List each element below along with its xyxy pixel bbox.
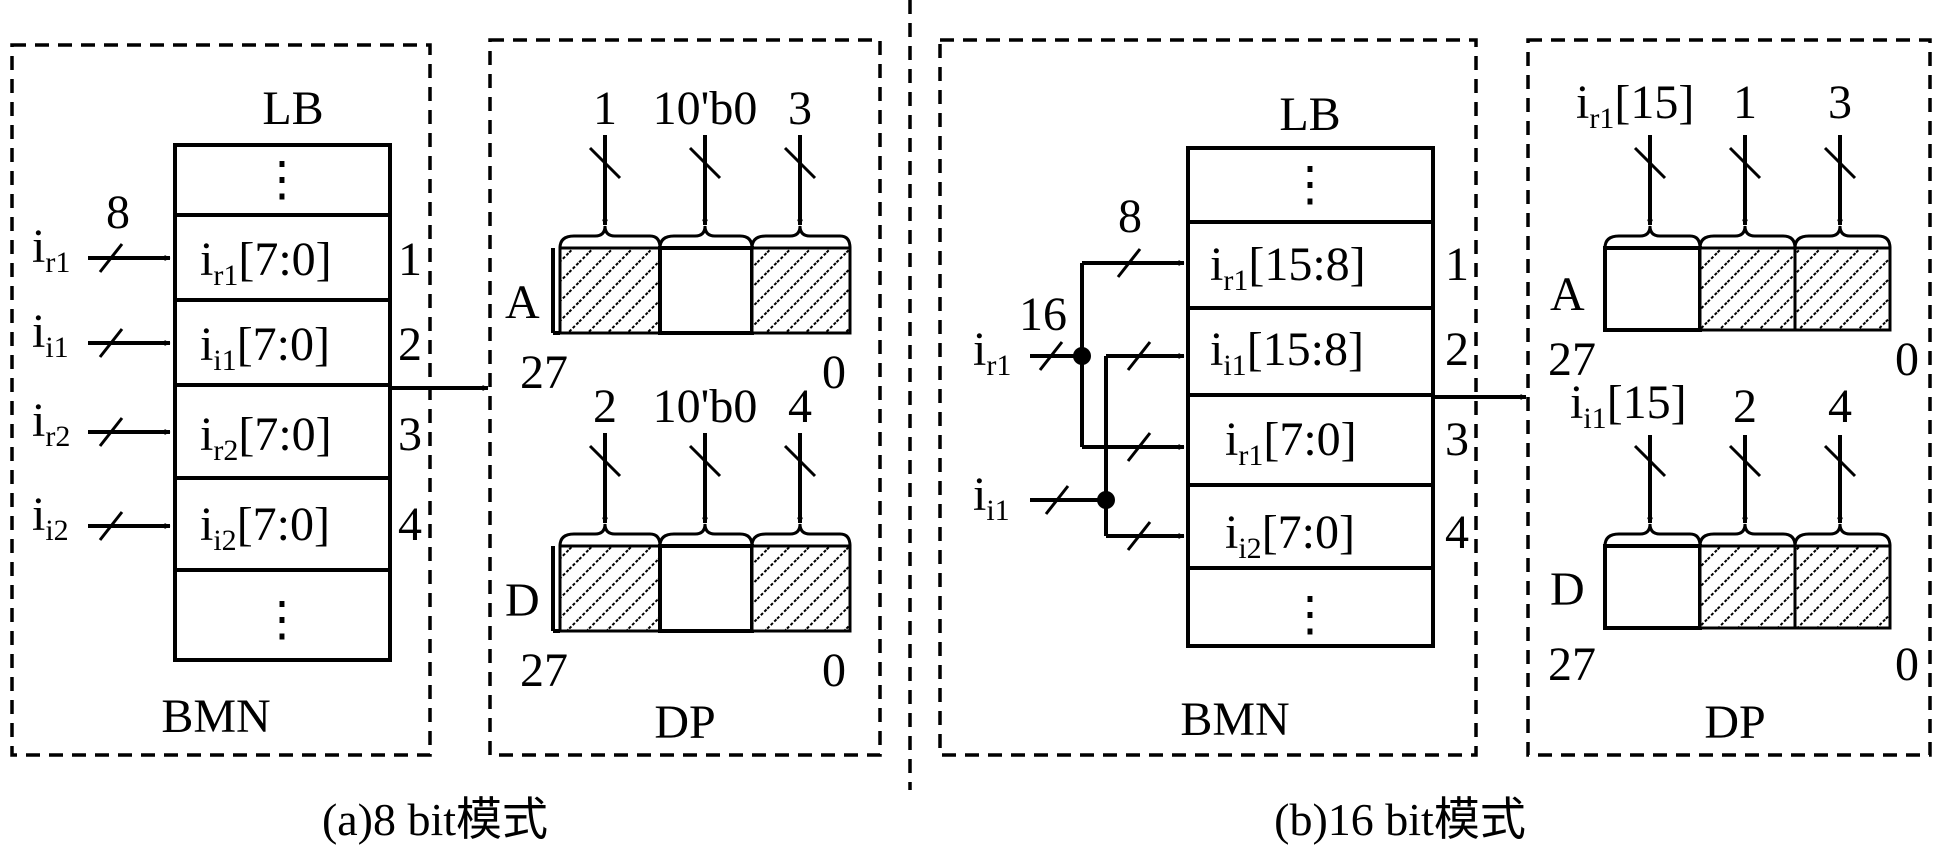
- svg-text:ir1[15:8]: ir1[15:8]: [1210, 238, 1366, 297]
- vdots-bottom-a: ⋮: [258, 593, 306, 646]
- reg-a-left: 1 10'b0 3 A 27 0: [505, 82, 852, 399]
- svg-text:ii2[7:0]: ii2[7:0]: [200, 498, 330, 557]
- svg-text:2: 2: [593, 380, 617, 433]
- input-a-4: ii2: [32, 488, 171, 547]
- row-index: 2: [398, 318, 422, 371]
- svg-text:A: A: [505, 276, 540, 329]
- svg-text:27: 27: [1548, 333, 1596, 386]
- row-index: 4: [1445, 506, 1469, 559]
- row-index: 3: [398, 408, 422, 461]
- svg-text:A: A: [1550, 268, 1585, 321]
- row-index: 2: [1445, 323, 1469, 376]
- svg-text:ir1[7:0]: ir1[7:0]: [200, 233, 332, 292]
- input-routing-b: 16 8 ir1 ii1: [973, 190, 1185, 551]
- panel-a: LB BMN DP ⋮ ⋮ ir1[7:0] 1 ii1[7:0] 2 ir2[…: [10, 38, 882, 845]
- svg-text:ir1[15]: ir1[15]: [1576, 76, 1694, 135]
- svg-text:27: 27: [520, 644, 568, 697]
- svg-text:D: D: [1550, 563, 1585, 616]
- svg-text:27: 27: [520, 346, 568, 399]
- panel-b: LB BMN DP ⋮ ⋮ ir1[15:8] 1 ii1[15:8] 2 ir…: [938, 38, 1932, 845]
- bus-width-a: 8: [106, 186, 130, 239]
- bmn-box-b: [938, 38, 1478, 757]
- lb-row-b-1: ir1[15:8] 1: [1210, 238, 1469, 297]
- lb-row-a-3: ir2[7:0] 3: [200, 408, 422, 467]
- bmn-box-a: [10, 43, 432, 757]
- caption-a: (a)8 bit模式: [322, 794, 548, 845]
- svg-text:0: 0: [1895, 638, 1919, 691]
- svg-text:4: 4: [1828, 380, 1852, 433]
- svg-text:10'b0: 10'b0: [653, 380, 758, 433]
- caption-b: (b)16 bit模式: [1274, 794, 1526, 845]
- reg-d-left: 2 10'b0 4 D 27 0: [505, 380, 852, 697]
- reg-d-right: ii1[15] 2 4 D 27 0: [1548, 376, 1919, 691]
- svg-text:4: 4: [788, 380, 812, 433]
- input-a-1: ir1: [32, 220, 171, 279]
- vdots-top-b: ⋮: [1286, 158, 1334, 211]
- svg-text:27: 27: [1548, 638, 1596, 691]
- row-index: 1: [1445, 238, 1469, 291]
- svg-text:ii1: ii1: [973, 468, 1010, 527]
- svg-text:ii1[15]: ii1[15]: [1570, 376, 1687, 435]
- svg-text:ii1[15:8]: ii1[15:8]: [1210, 323, 1364, 382]
- svg-text:0: 0: [1895, 333, 1919, 386]
- row-index: 4: [398, 498, 422, 551]
- lb-row-b-2: ii1[15:8] 2: [1210, 323, 1469, 382]
- svg-text:ii1[7:0]: ii1[7:0]: [200, 318, 330, 377]
- dp-label-a: DP: [654, 696, 715, 749]
- svg-text:1: 1: [593, 82, 617, 135]
- dp-label-b: DP: [1704, 696, 1765, 749]
- svg-text:ir1: ir1: [32, 220, 70, 279]
- lb-row-b-4: ii2[7:0] 4: [1225, 506, 1469, 565]
- svg-text:ir1: ir1: [973, 323, 1011, 382]
- svg-text:3: 3: [1828, 76, 1852, 129]
- svg-text:10'b0: 10'b0: [653, 82, 758, 135]
- svg-text:0: 0: [822, 644, 846, 697]
- input-a-3: ir2: [32, 394, 171, 453]
- row-index: 1: [398, 233, 422, 286]
- lb-row-a-4: ii2[7:0] 4: [200, 498, 422, 557]
- svg-text:ii2[7:0]: ii2[7:0]: [1225, 506, 1355, 565]
- bmn-label-b: BMN: [1180, 693, 1289, 746]
- dp-box-b: [1526, 38, 1932, 757]
- lb-row-b-3: ir1[7:0] 3: [1225, 413, 1469, 472]
- svg-text:ir2: ir2: [32, 394, 70, 453]
- bus-width-in: 16: [1019, 288, 1067, 341]
- svg-text:2: 2: [1733, 380, 1757, 433]
- reg-a-right: ir1[15] 1 3 A 27 0: [1548, 76, 1919, 386]
- bmn-label-a: BMN: [161, 690, 270, 743]
- lb-stack-b: ⋮ ⋮ ir1[15:8] 1 ii1[15:8] 2 ir1[7:0] 3 i…: [1186, 146, 1469, 648]
- row-index: 3: [1445, 413, 1469, 466]
- vdots-top-a: ⋮: [258, 153, 306, 206]
- svg-text:ir2[7:0]: ir2[7:0]: [200, 408, 332, 467]
- lb-row-a-1: ir1[7:0] 1: [200, 233, 422, 292]
- bus-width-out: 8: [1118, 190, 1142, 243]
- svg-text:3: 3: [788, 82, 812, 135]
- vdots-bottom-b: ⋮: [1286, 588, 1334, 641]
- svg-text:ii1: ii1: [32, 305, 69, 364]
- lb-label-a: LB: [262, 82, 323, 135]
- input-a-2: ii1: [32, 305, 171, 364]
- svg-text:D: D: [505, 574, 540, 627]
- svg-text:1: 1: [1733, 76, 1757, 129]
- lb-stack-a: ⋮ ⋮ ir1[7:0] 1 ii1[7:0] 2 ir2[7:0] 3 ii2…: [173, 143, 422, 662]
- dp-box-a: [488, 38, 882, 757]
- svg-text:ir1[7:0]: ir1[7:0]: [1225, 413, 1357, 472]
- svg-text:ii2: ii2: [32, 488, 69, 547]
- svg-text:0: 0: [822, 346, 846, 399]
- lb-row-a-2: ii1[7:0] 2: [200, 318, 422, 377]
- lb-label-b: LB: [1279, 88, 1340, 141]
